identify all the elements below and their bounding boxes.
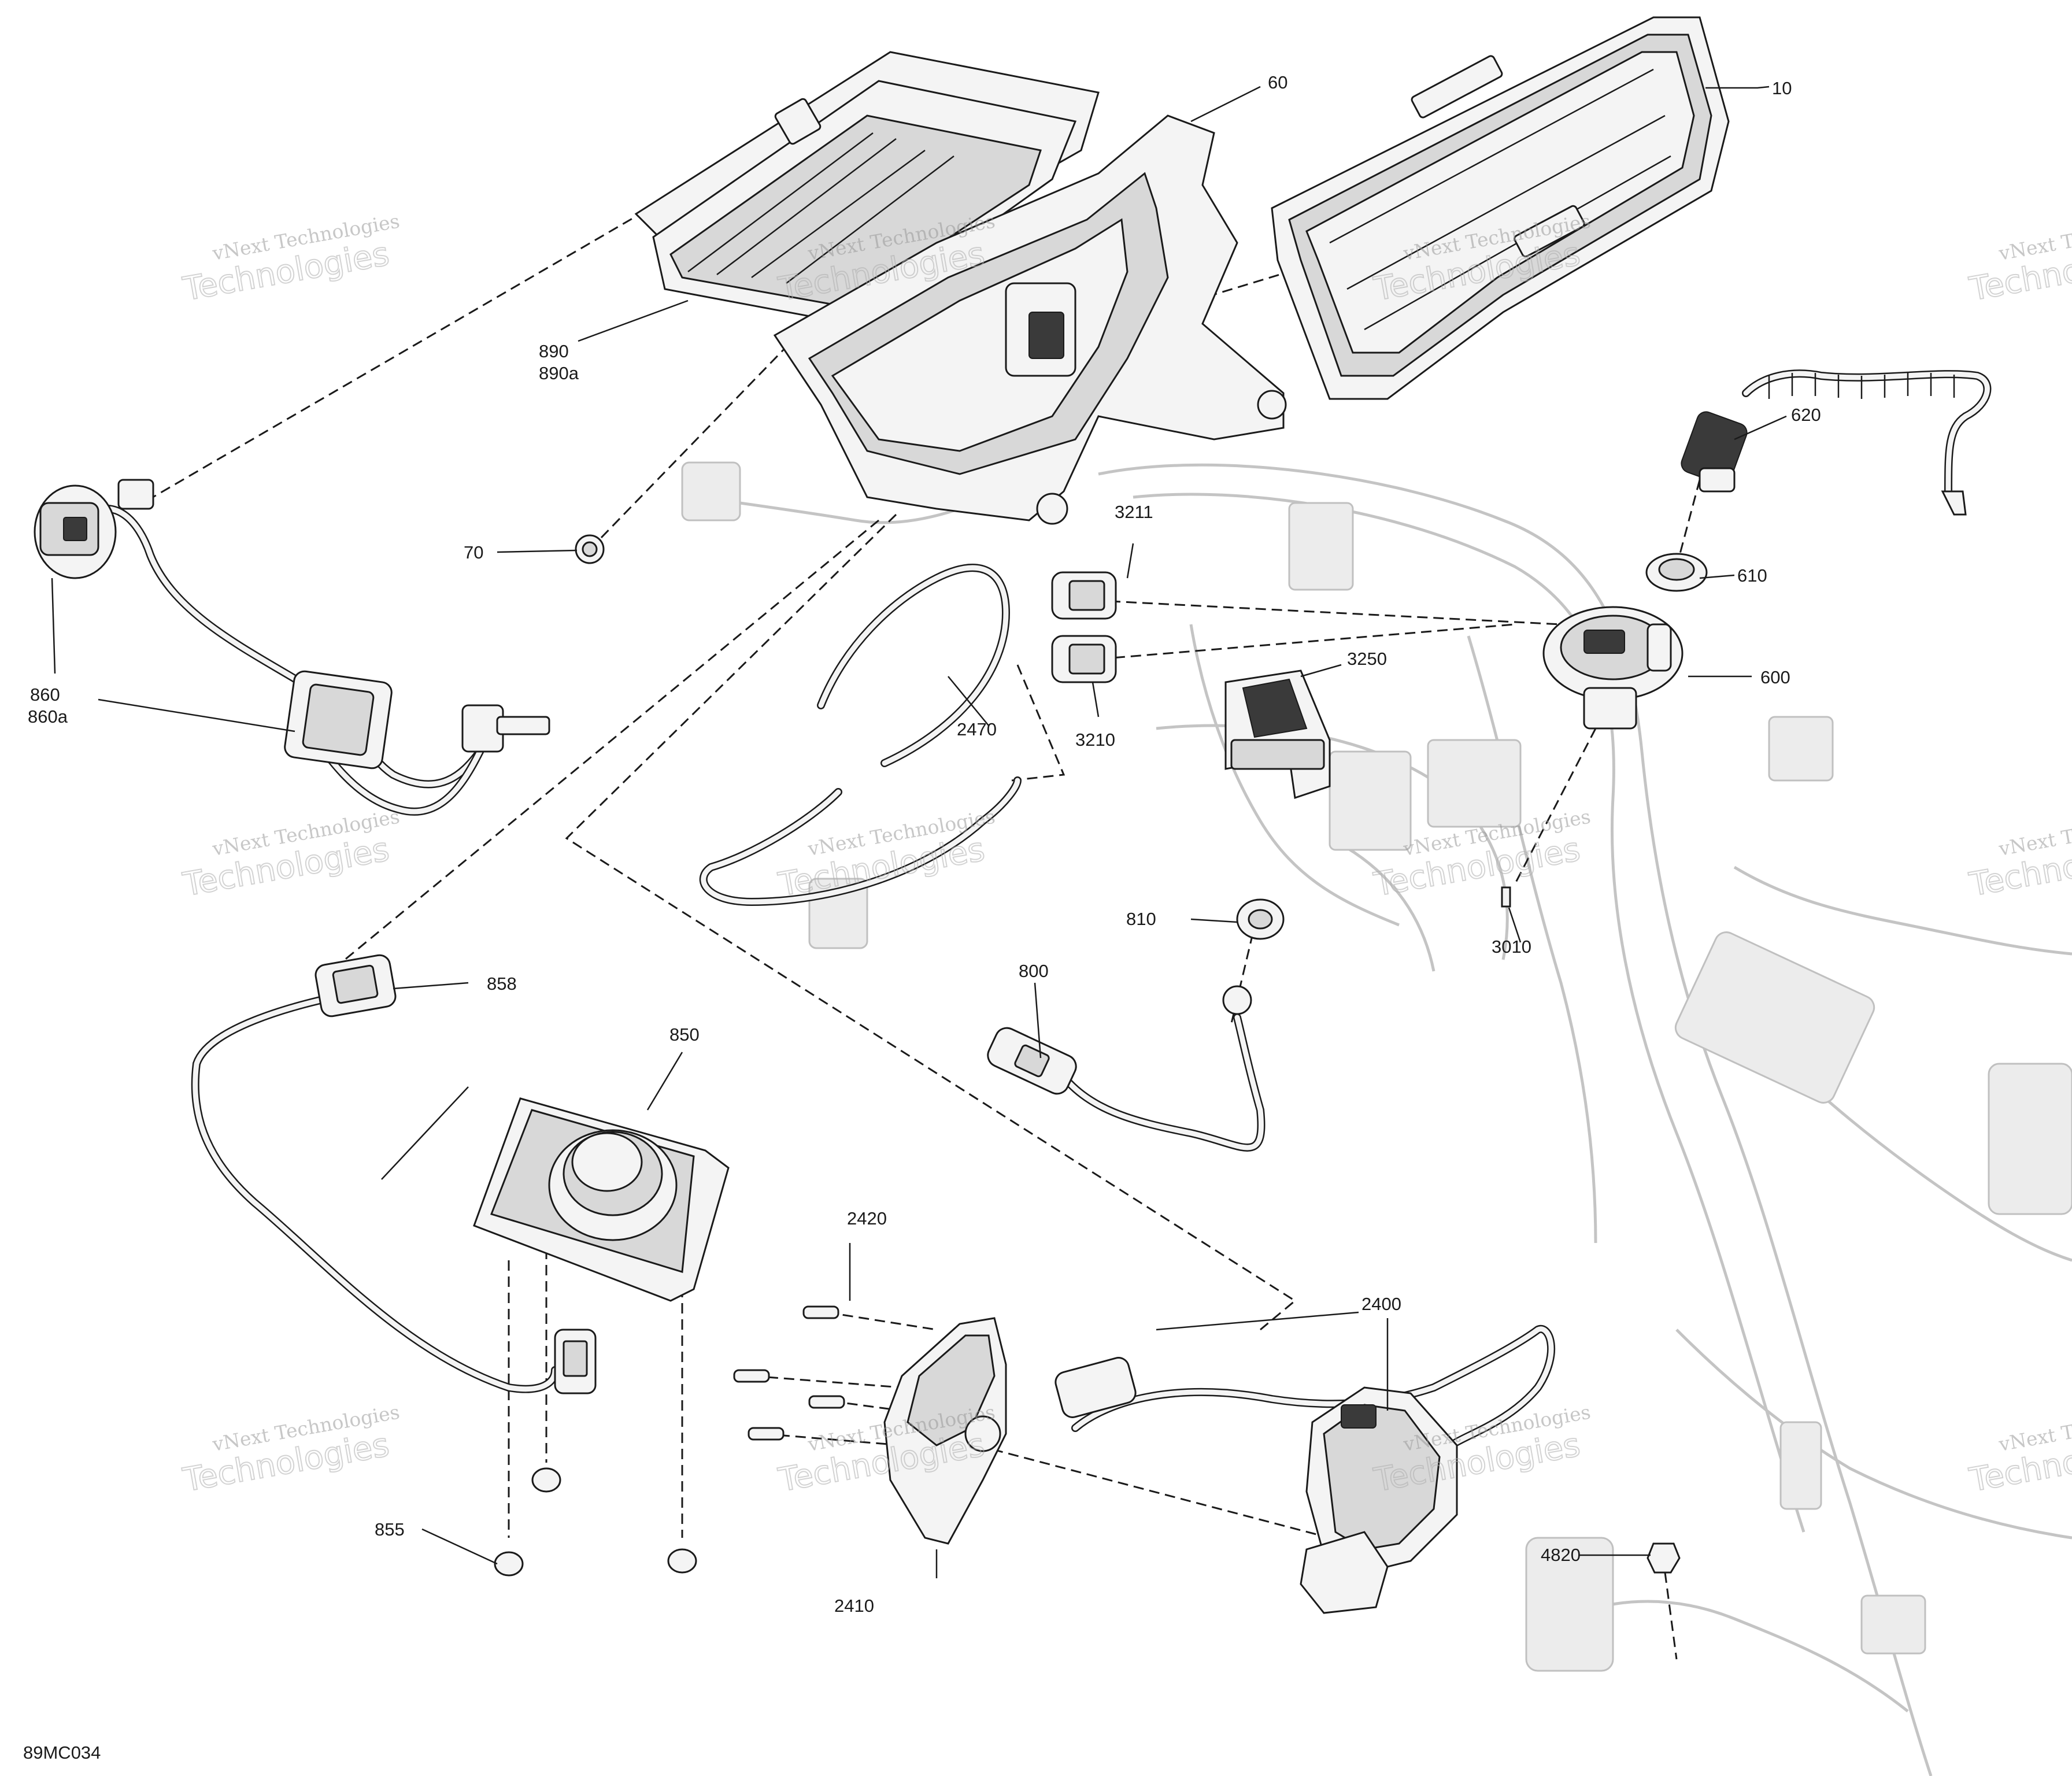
connector-3211[interactable] <box>1051 571 1117 620</box>
callout-600[interactable]: 600 <box>1760 667 1790 687</box>
callout-610[interactable]: 610 <box>1737 565 1767 586</box>
callout-2410[interactable]: 2410 <box>834 1596 874 1616</box>
callout-3210[interactable]: 3210 <box>1075 730 1115 750</box>
callout-890[interactable]: 890 <box>539 341 569 361</box>
frame-bracket-60[interactable] <box>773 114 1287 525</box>
callout-860[interactable]: 860 <box>30 684 60 705</box>
callout-4820[interactable]: 4820 <box>1541 1545 1581 1565</box>
callout-890a[interactable]: 890a <box>539 363 579 383</box>
cap-810[interactable] <box>1236 898 1285 940</box>
callout-2400[interactable]: 2400 <box>1361 1294 1401 1314</box>
switch-3250[interactable] <box>1224 669 1331 799</box>
harness-858[interactable] <box>191 953 597 1394</box>
callout-850[interactable]: 850 <box>669 1024 700 1045</box>
screw-3010[interactable] <box>1501 886 1511 908</box>
tether-cord-620[interactable] <box>1679 369 1992 516</box>
callout-3211[interactable]: 3211 <box>1115 502 1153 522</box>
diagram-code: 89MC034 <box>23 1742 101 1763</box>
control-knob-850[interactable] <box>473 1097 730 1302</box>
nut-70[interactable] <box>575 534 605 564</box>
grommet-610[interactable] <box>1645 553 1708 592</box>
callout-620[interactable]: 620 <box>1791 405 1821 425</box>
callout-3010[interactable]: 3010 <box>1492 937 1531 957</box>
nut-855[interactable] <box>494 1467 697 1577</box>
callout-860a[interactable]: 860a <box>28 706 68 727</box>
tube-2470[interactable] <box>699 564 1022 906</box>
sensor-harness-800[interactable] <box>984 985 1266 1152</box>
housing-2410[interactable] <box>883 1317 1007 1545</box>
callout-labels: 10 60 890 890a 70 860 860a 3211 3210 325… <box>23 72 1821 1763</box>
callout-3250[interactable]: 3250 <box>1347 649 1387 669</box>
callout-858[interactable]: 858 <box>487 974 517 994</box>
handlebar-switch-2400[interactable] <box>1053 1324 1555 1614</box>
harness-860[interactable] <box>34 479 550 816</box>
callout-leader-lines <box>51 86 1787 1578</box>
callout-60[interactable]: 60 <box>1268 72 1287 92</box>
nut-4820[interactable] <box>1646 1542 1681 1574</box>
display-cluster-10[interactable] <box>1271 16 1730 400</box>
callout-2470[interactable]: 2470 <box>957 719 997 739</box>
callout-70[interactable]: 70 <box>464 542 483 563</box>
callout-855[interactable]: 855 <box>375 1519 405 1540</box>
cover-890[interactable] <box>634 51 1100 325</box>
callout-810[interactable]: 810 <box>1126 909 1156 929</box>
callout-10[interactable]: 10 <box>1772 78 1792 98</box>
connector-3210[interactable] <box>1051 635 1117 683</box>
key-switch-600[interactable] <box>1542 606 1684 730</box>
screw-2420[interactable] <box>733 1305 845 1441</box>
callout-2420[interactable]: 2420 <box>847 1208 887 1229</box>
callout-800[interactable]: 800 <box>1019 961 1049 981</box>
background-wiring-harness <box>681 461 2072 1776</box>
